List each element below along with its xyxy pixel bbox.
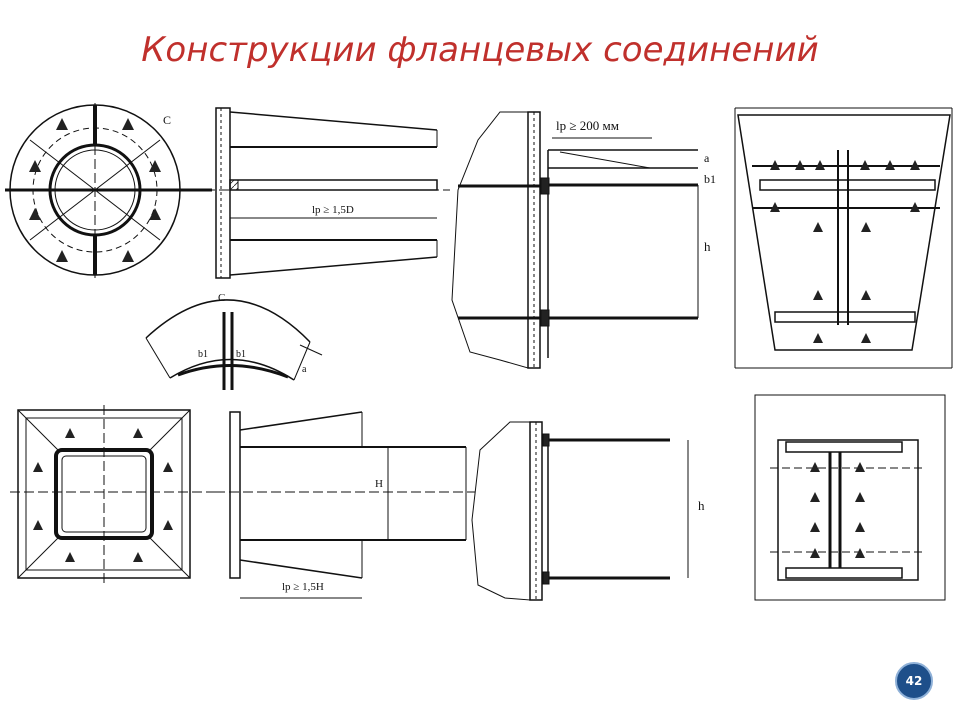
slide-number-badge: 42 bbox=[895, 662, 933, 700]
label-c-mid: C bbox=[218, 292, 225, 304]
label-b1-right: b1 bbox=[236, 349, 246, 360]
square-flange-plan bbox=[10, 405, 215, 585]
square-tapered-side-view bbox=[215, 411, 475, 599]
label-lp-circ: lp ≥ 1,5D bbox=[312, 204, 354, 216]
label-h-top: h bbox=[704, 239, 711, 254]
label-b1-left: b1 bbox=[198, 349, 208, 360]
label-a-arc: a bbox=[302, 364, 307, 375]
arc-section-detail bbox=[145, 299, 323, 390]
circular-flange-plan bbox=[5, 103, 212, 278]
tapered-flange-side-view bbox=[205, 107, 450, 279]
label-a: a bbox=[704, 151, 710, 165]
h-section-flange-plan bbox=[754, 394, 946, 601]
label-lp-square: lp ≥ 1,5H bbox=[282, 581, 324, 593]
label-b1: b1 bbox=[704, 172, 716, 186]
label-H: H bbox=[375, 478, 383, 490]
trapezoid-flange-plan bbox=[734, 107, 953, 369]
label-c-top: C bbox=[163, 113, 171, 127]
slide-title: Конструкции фланцевых соединений bbox=[141, 30, 819, 70]
label-lp-200: lp ≥ 200 мм bbox=[556, 118, 619, 133]
label-h-bottom: h bbox=[698, 498, 705, 513]
beam-flange-side-view-bottom bbox=[471, 421, 689, 601]
beam-flange-side-view bbox=[451, 111, 699, 369]
